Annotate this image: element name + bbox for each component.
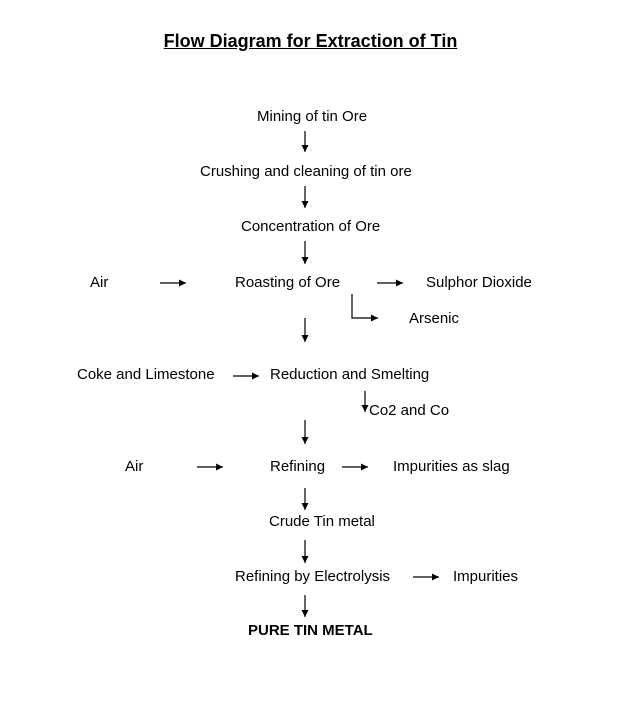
step-mining: Mining of tin Ore [257, 108, 368, 125]
output-impurities-slag: Impurities as slag [393, 458, 510, 475]
output-co2-co: Co2 and Co [369, 402, 450, 419]
step-refining: Refining [270, 458, 326, 475]
input-coke-limestone: Coke and Limestone [77, 366, 215, 383]
output-impurities: Impurities [453, 568, 519, 585]
output-sulphur-dioxide: Sulphor Dioxide [426, 274, 532, 291]
step-reduction: Reduction and Smelting [270, 366, 430, 383]
step-electrolysis: Refining by Electrolysis [235, 568, 391, 585]
input-air-refining: Air [125, 458, 144, 475]
diagram-title: Flow Diagram for Extraction of Tin [163, 31, 458, 51]
step-pure-tin-metal: PURE TIN METAL [248, 622, 373, 639]
step-concentration: Concentration of Ore [241, 218, 381, 235]
output-arsenic: Arsenic [409, 310, 460, 327]
arrow-roasting-to-arsenic [351, 294, 378, 322]
input-air-roasting: Air [90, 274, 109, 291]
step-crushing: Crushing and cleaning of tin ore [200, 163, 412, 180]
step-roasting: Roasting of Ore [235, 274, 341, 291]
step-crude-tin: Crude Tin metal [269, 513, 375, 530]
